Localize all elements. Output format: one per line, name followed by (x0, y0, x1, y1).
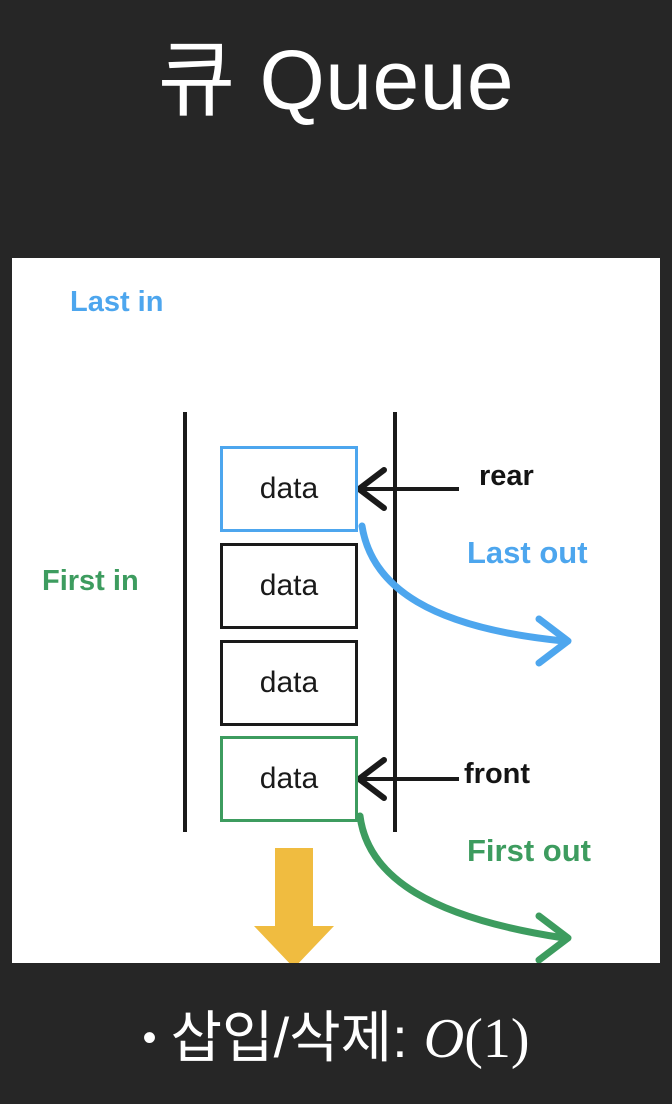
label-last-out: Last out (467, 535, 588, 570)
queue-data-box-2[interactable]: data (220, 543, 358, 629)
queue-data-box-label: data (259, 762, 319, 795)
queue-data-box-3[interactable]: data (220, 640, 358, 726)
big-o-symbol: O (423, 1008, 465, 1070)
label-first-in: First in (42, 565, 139, 597)
last-out-curve-arrow (358, 522, 572, 667)
label-rear: rear (479, 460, 534, 492)
first-out-curve-arrow (356, 812, 572, 963)
rear-pointer-arrow (356, 467, 459, 511)
title-bar: 큐 Queue (0, 0, 672, 258)
complexity-label: 삽입/삭제: (170, 1006, 408, 1069)
big-o-args: (1) (464, 1008, 530, 1070)
label-front: front (464, 758, 531, 790)
queue-data-box-label: data (259, 666, 319, 699)
footer-bullet-line: • 삽입/삭제: O (1) (0, 963, 672, 1104)
queue-data-box-front[interactable]: data (220, 736, 358, 822)
queue-diagram-svg (183, 412, 572, 963)
dequeue-down-arrow (254, 848, 334, 963)
queue-data-box-rear[interactable]: data (220, 446, 358, 532)
queue-data-box-label: data (259, 472, 319, 505)
queue-data-box-label: data (259, 569, 319, 602)
complexity-bullet-row: • 삽입/삭제: O (1) (143, 993, 530, 1074)
front-pointer-arrow (356, 757, 459, 801)
page-title: 큐 Queue (157, 33, 515, 127)
label-last-in: Last in (70, 286, 164, 318)
queue-diagram-panel: data data data data Last in First in rea… (12, 258, 660, 963)
label-first-out: First out (467, 833, 591, 868)
bullet-dot-icon: • (142, 1016, 157, 1060)
